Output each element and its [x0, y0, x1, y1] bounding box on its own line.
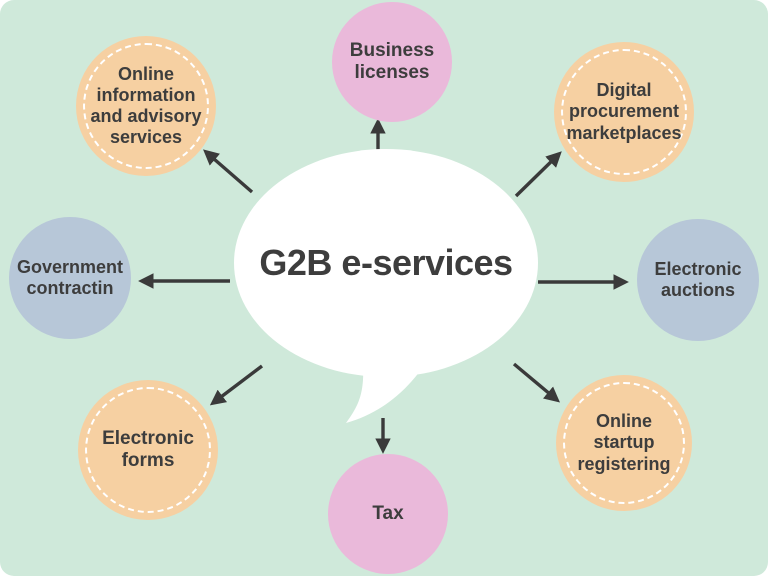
node-business-licenses: Business licenses [332, 2, 452, 122]
node-electronic-auctions: Electronic auctions [637, 219, 759, 341]
arrow-up-right [514, 151, 562, 198]
arrow-group [138, 118, 629, 454]
arrow-down-left [209, 364, 264, 406]
node-label: Electronic auctions [654, 258, 742, 300]
node-tax: Tax [328, 454, 448, 574]
node-label: Online information and advisory services [90, 63, 202, 148]
node-online-startup-registering: Online startup registering [556, 375, 692, 511]
node-label: Tax [372, 502, 404, 524]
arrow-down-right [512, 362, 560, 403]
node-digital-procurement: Digital procurement marketplaces [554, 42, 694, 182]
center-title: G2B e-services [259, 242, 513, 283]
node-label: Business licenses [349, 39, 435, 83]
node-label: Online startup registering [577, 411, 671, 474]
node-label: Electronic forms [102, 427, 194, 471]
node-online-information: Online information and advisory services [76, 36, 216, 176]
node-government-contracting: Government contractin [9, 217, 131, 339]
node-electronic-forms: Electronic forms [78, 380, 218, 520]
arrow-up-left [203, 149, 254, 194]
speech-bubble [234, 149, 538, 423]
node-label: Government contractin [16, 256, 124, 298]
node-label: Digital procurement marketplaces [566, 80, 682, 143]
